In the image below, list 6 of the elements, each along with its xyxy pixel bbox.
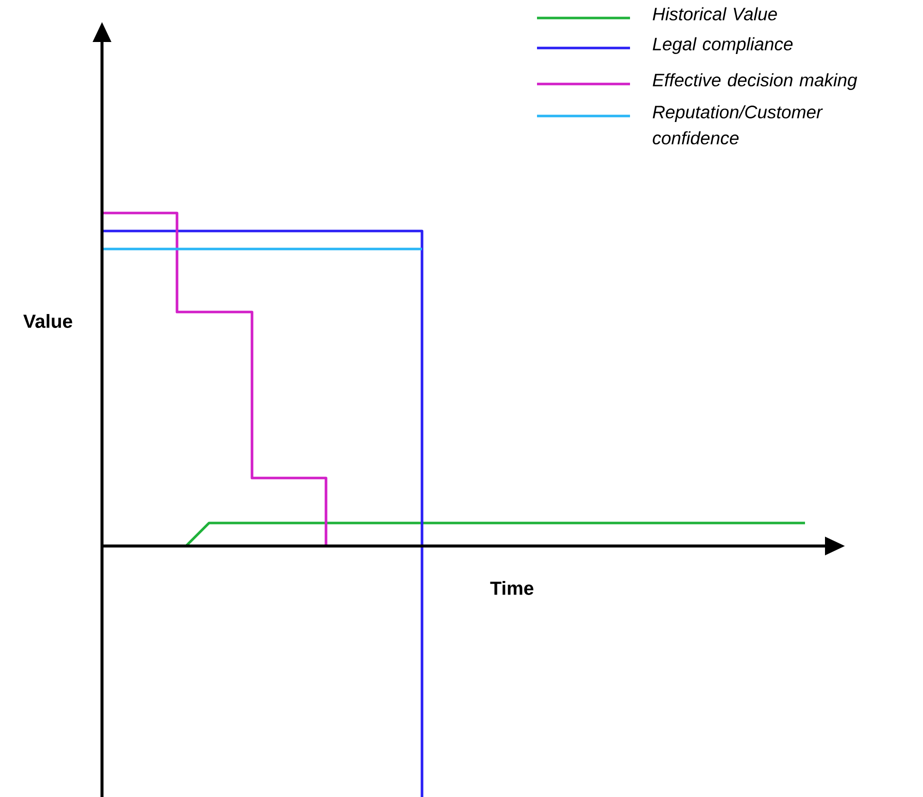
legend-label: Reputation/Customer confidence	[652, 105, 823, 144]
legend-label: Legal compliance	[652, 37, 793, 54]
axis-label: Value	[23, 314, 72, 328]
legend-label: Effective decision making	[652, 73, 858, 90]
legend-label: Historical Value	[652, 7, 777, 20]
axis-label: Time	[490, 581, 534, 595]
